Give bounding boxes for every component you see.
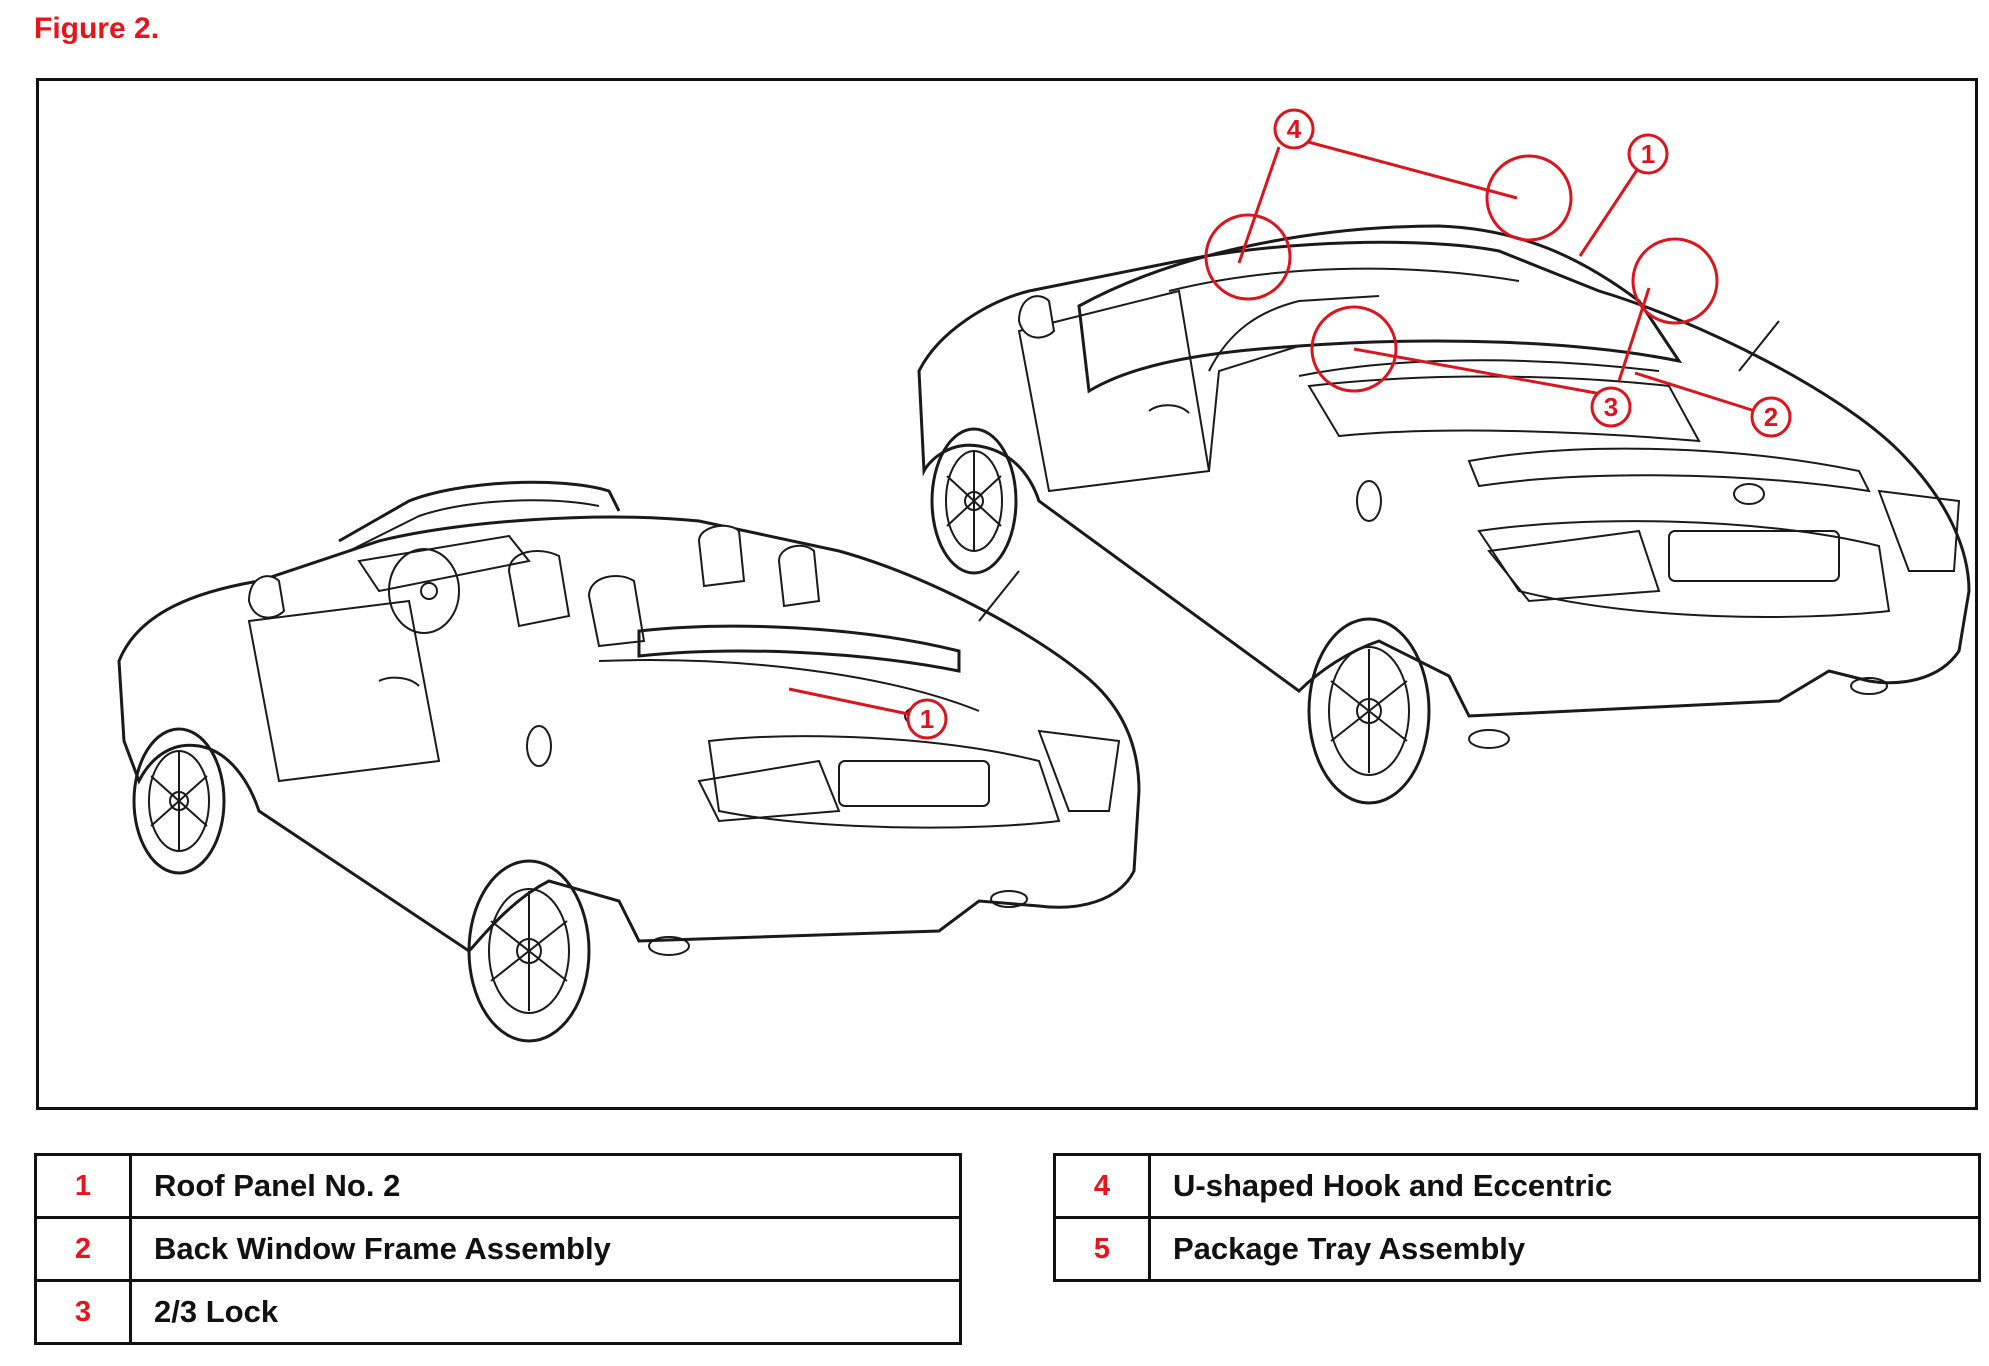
legend-row: 2 Back Window Frame Assembly [34,1216,962,1282]
callout-right-3: 3 [1310,237,1719,428]
callout-right-1-label: 1 [1641,139,1655,169]
legend-label: 2/3 Lock [129,1279,962,1345]
figure-title: Figure 2. [34,12,160,45]
legend-row: 3 2/3 Lock [34,1279,962,1345]
legend-row: 5 Package Tray Assembly [1053,1216,1981,1282]
legend-label: Roof Panel No. 2 [129,1153,962,1219]
legend-table-left: 1 Roof Panel No. 2 2 Back Window Frame A… [34,1153,962,1345]
convertible-car-roof-down [117,480,1141,1043]
callout-right-3-label: 3 [1604,392,1618,422]
car-illustration: 1 4 1 3 2 [117,108,1971,1043]
callout-right-2: 2 [1634,371,1792,438]
legend-row: 1 Roof Panel No. 2 [34,1153,962,1219]
legend-label: Back Window Frame Assembly [129,1216,962,1282]
illustration-frame: 1 4 1 3 2 [36,78,1978,1110]
callout-right-1: 1 [1578,133,1669,257]
callout-right-4: 4 [1204,108,1573,301]
legend-number: 5 [1053,1216,1151,1282]
legend-label: U-shaped Hook and Eccentric [1148,1153,1981,1219]
legend-number: 4 [1053,1153,1151,1219]
convertible-car-roof-up [917,224,1971,805]
callout-right-4-label: 4 [1287,114,1302,144]
callout-right-2-label: 2 [1764,402,1778,432]
legend-label: Package Tray Assembly [1148,1216,1981,1282]
legend-number: 3 [34,1279,132,1345]
legend-table-right: 4 U-shaped Hook and Eccentric 5 Package … [1053,1153,1981,1282]
callout-left-1-label: 1 [920,704,934,734]
legend-number: 2 [34,1216,132,1282]
callout-left-1: 1 [788,687,948,740]
legend-row: 4 U-shaped Hook and Eccentric [1053,1153,1981,1219]
legend-number: 1 [34,1153,132,1219]
